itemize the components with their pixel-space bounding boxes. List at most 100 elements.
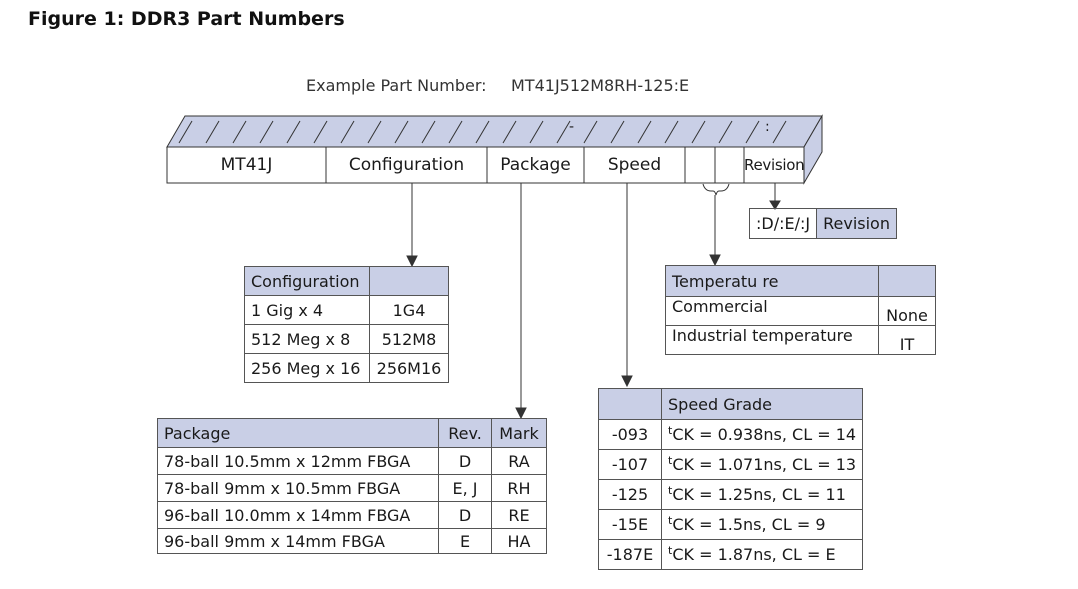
hatch-mark [772, 120, 787, 144]
config-header-code [369, 266, 449, 296]
hatch-mark [421, 120, 436, 144]
temperature-header: Temperatu re [665, 265, 879, 297]
hatch-mark [745, 120, 760, 144]
config-cell: 256 Meg x 16 [244, 353, 370, 383]
hatch-mark [394, 120, 409, 144]
speed-code: -15E [598, 509, 662, 540]
revision-code: :D/:E/:J [748, 208, 818, 239]
hatch-mark [313, 120, 328, 144]
package-cell: 78-ball 9mm x 10.5mm FBGA [157, 474, 439, 502]
speed-code: -187E [598, 539, 662, 570]
hatch-mark [718, 120, 733, 144]
hatch-mark [367, 120, 382, 144]
revision-label: Revision [816, 208, 897, 239]
hatch-mark [448, 120, 463, 144]
bar-top-face [166, 115, 823, 148]
config-header: Configuration [244, 266, 370, 296]
t-superscript: t [668, 454, 673, 467]
temperature-code: None [878, 296, 936, 326]
temperature-table: Temperatu re Commercial None Industrial … [665, 265, 936, 355]
package-rev: E [438, 528, 492, 554]
table-row: 78-ball 10.5mm x 12mm FBGA D RA [157, 447, 547, 475]
hatch-mark [178, 120, 193, 144]
hatch-mark [610, 120, 625, 144]
temperature-cell: Industrial temperature [665, 325, 879, 355]
speed-header: Speed Grade [660, 388, 864, 420]
package-rev: E, J [438, 474, 492, 502]
config-cell: 512 Meg x 8 [244, 324, 370, 354]
t-superscript: t [668, 544, 673, 557]
temperature-cell: Commercial [665, 296, 879, 326]
package-cell: 96-ball 9mm x 14mm FBGA [157, 528, 439, 554]
example-value: MT41J512M8RH-125:E [511, 76, 690, 95]
speed-value: CK = 1.87ns, CL = E [672, 545, 836, 564]
config-cell: 1 Gig x 4 [244, 295, 370, 325]
package-rev: D [438, 501, 492, 529]
field-package: Package [500, 155, 571, 175]
hatch-mark [502, 120, 517, 144]
t-superscript: t [668, 514, 673, 527]
speed-grade-table: Speed Grade -093 tCK = 0.938ns, CL = 14 … [598, 388, 864, 570]
table-row: 96-ball 9mm x 14mm FBGA E HA [157, 528, 547, 554]
package-cell: 96-ball 10.0mm x 14mm FBGA [157, 501, 439, 529]
revision-box: :D/:E/:J Revision [748, 208, 897, 239]
example-label: Example Part Number: [306, 76, 487, 95]
speed-code: -125 [598, 479, 662, 510]
hatch-mark [637, 120, 652, 144]
figure-title: Figure 1: DDR3 Part Numbers [28, 8, 345, 30]
config-code: 512M8 [369, 324, 449, 354]
table-row: 96-ball 10.0mm x 14mm FBGA D RE [157, 501, 547, 529]
hatch-mark [259, 120, 274, 144]
speed-value: CK = 1.25ns, CL = 11 [672, 485, 846, 504]
speed-value: CK = 1.5ns, CL = 9 [672, 515, 826, 534]
speed-code: -093 [598, 419, 662, 450]
bar-front-face [166, 146, 805, 184]
table-row: -187E tCK = 1.87ns, CL = E [598, 539, 864, 570]
package-mark: RA [491, 447, 547, 475]
table-row: 1 Gig x 4 1G4 [244, 295, 449, 325]
table-row: -093 tCK = 0.938ns, CL = 14 [598, 419, 864, 450]
hatch-mark [664, 120, 679, 144]
dash-separator: - [569, 119, 575, 135]
package-mark: RH [491, 474, 547, 502]
speed-value: CK = 0.938ns, CL = 14 [672, 425, 857, 444]
table-row: 512 Meg x 8 512M8 [244, 324, 449, 354]
field-configuration: Configuration [348, 155, 465, 175]
temperature-code: IT [878, 325, 936, 355]
table-row: Commercial None [665, 296, 936, 326]
table-row: -15E tCK = 1.5ns, CL = 9 [598, 509, 864, 540]
temperature-header-code [878, 265, 936, 297]
t-superscript: t [668, 484, 673, 497]
speed-code: -107 [598, 449, 662, 480]
field-speed: Speed [607, 155, 662, 175]
hatch-mark [691, 120, 706, 144]
t-superscript: t [668, 424, 673, 437]
hatch-mark [232, 120, 247, 144]
colon-separator: : [765, 119, 770, 135]
package-table: Package Rev. Mark 78-ball 10.5mm x 12mm … [157, 418, 547, 554]
hatch-mark [583, 120, 598, 144]
table-row: -125 tCK = 1.25ns, CL = 11 [598, 479, 864, 510]
package-cell: 78-ball 10.5mm x 12mm FBGA [157, 447, 439, 475]
hatch-mark [556, 120, 571, 144]
speed-header-code [598, 388, 662, 420]
table-row: -107 tCK = 1.071ns, CL = 13 [598, 449, 864, 480]
table-row: 78-ball 9mm x 10.5mm FBGA E, J RH [157, 474, 547, 502]
configuration-table: Configuration 1 Gig x 4 1G4 512 Meg x 8 … [244, 266, 449, 383]
hatch-mark [529, 120, 544, 144]
field-revision: Revision [744, 156, 805, 174]
package-mark: HA [491, 528, 547, 554]
table-row: 256 Meg x 16 256M16 [244, 353, 449, 383]
package-rev: D [438, 447, 492, 475]
hatch-mark [475, 120, 490, 144]
package-rev-header: Rev. [438, 418, 492, 448]
table-row: Industrial temperature IT [665, 325, 936, 355]
field-prefix: MT41J [220, 155, 273, 175]
hatch-mark [205, 120, 220, 144]
config-code: 256M16 [369, 353, 449, 383]
package-mark-header: Mark [491, 418, 547, 448]
hatch-mark [286, 120, 301, 144]
config-code: 1G4 [369, 295, 449, 325]
package-mark: RE [491, 501, 547, 529]
